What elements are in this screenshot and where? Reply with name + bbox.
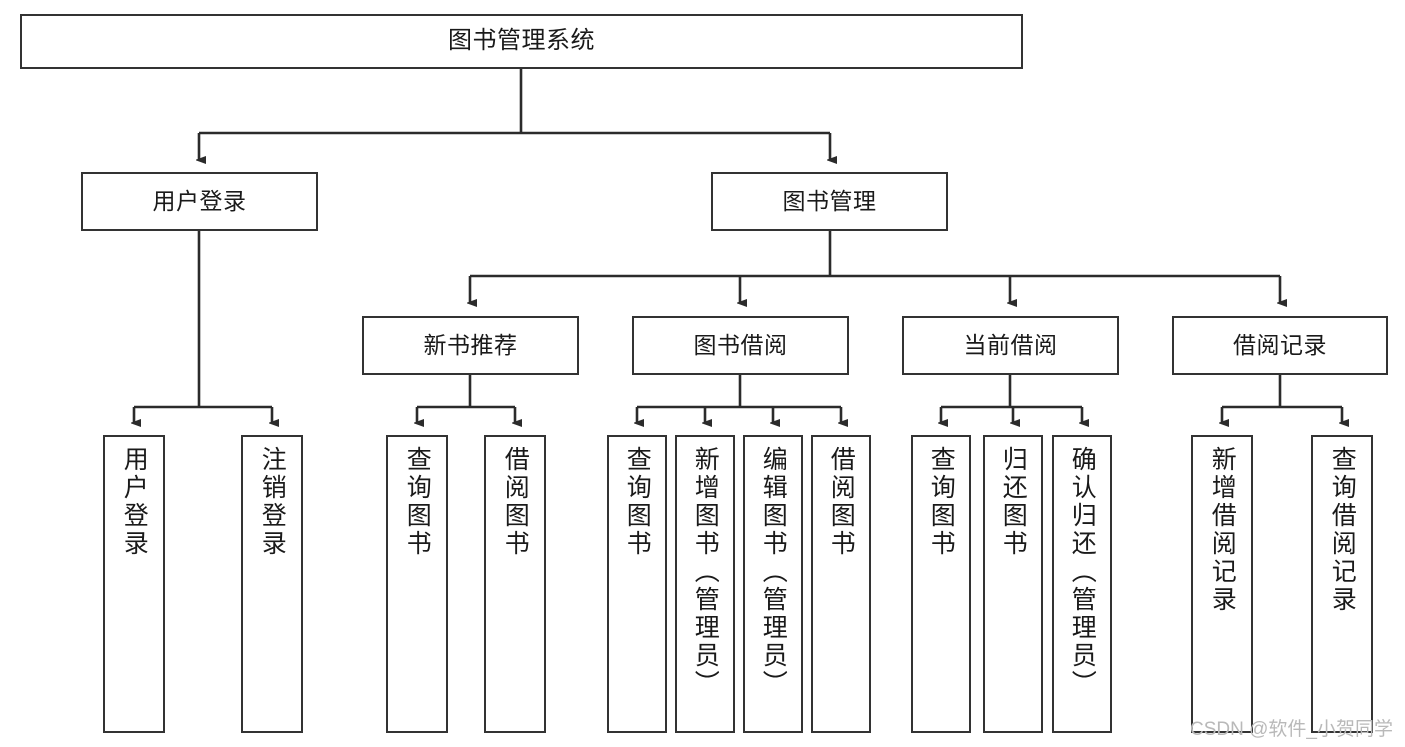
leaf-query-book-borrowing[interactable]: 查询图书 — [607, 435, 667, 733]
leaf-add-borrow-record[interactable]: 新增借阅记录 — [1191, 435, 1253, 733]
node-label: 确认归还（管理员） — [1068, 446, 1097, 698]
node-label: 借阅图书 — [827, 446, 856, 558]
node-book-management[interactable]: 图书管理 — [711, 172, 948, 231]
node-label: 新增图书（管理员） — [691, 446, 720, 698]
node-label: 编辑图书（管理员） — [759, 446, 788, 698]
leaf-user-login[interactable]: 用户登录 — [103, 435, 165, 733]
node-label: 借阅记录 — [1233, 331, 1327, 358]
leaf-query-borrow-record[interactable]: 查询借阅记录 — [1311, 435, 1373, 733]
node-label: 当前借阅 — [963, 331, 1058, 358]
node-label: 查询借阅记录 — [1328, 446, 1357, 614]
leaf-borrow-book[interactable]: 借阅图书 — [811, 435, 871, 733]
node-label: 新书推荐 — [423, 331, 518, 358]
leaf-return-book[interactable]: 归还图书 — [983, 435, 1043, 733]
csdn-watermark: CSDN @软件_小贺同学 — [1190, 719, 1393, 740]
node-label: 查询图书 — [927, 446, 956, 558]
node-label: 查询图书 — [623, 446, 652, 558]
node-label: 归还图书 — [999, 446, 1028, 558]
node-label: 用户登录 — [120, 446, 149, 558]
leaf-add-book-admin[interactable]: 新增图书（管理员） — [675, 435, 735, 733]
node-label: 注销登录 — [258, 446, 287, 558]
node-label: 借阅图书 — [501, 446, 530, 558]
node-label: 新增借阅记录 — [1208, 446, 1237, 614]
node-current-borrowing[interactable]: 当前借阅 — [902, 316, 1119, 375]
node-root-system[interactable]: 图书管理系统 — [20, 14, 1023, 69]
node-label: 图书借阅 — [693, 331, 788, 358]
node-borrow-records[interactable]: 借阅记录 — [1172, 316, 1388, 375]
node-label: 图书管理 — [782, 187, 877, 214]
leaf-confirm-return-admin[interactable]: 确认归还（管理员） — [1052, 435, 1112, 733]
leaf-edit-book-admin[interactable]: 编辑图书（管理员） — [743, 435, 803, 733]
node-user-login[interactable]: 用户登录 — [81, 172, 318, 231]
node-label: 图书管理系统 — [448, 27, 595, 55]
leaf-query-book-recommendation[interactable]: 查询图书 — [386, 435, 448, 733]
node-label: 查询图书 — [403, 446, 432, 558]
node-label: 用户登录 — [152, 187, 247, 214]
leaf-query-book-current[interactable]: 查询图书 — [911, 435, 971, 733]
node-book-borrowing[interactable]: 图书借阅 — [632, 316, 849, 375]
leaf-logout[interactable]: 注销登录 — [241, 435, 303, 733]
leaf-borrow-book-recommendation[interactable]: 借阅图书 — [484, 435, 546, 733]
node-new-book-recommendation[interactable]: 新书推荐 — [362, 316, 579, 375]
